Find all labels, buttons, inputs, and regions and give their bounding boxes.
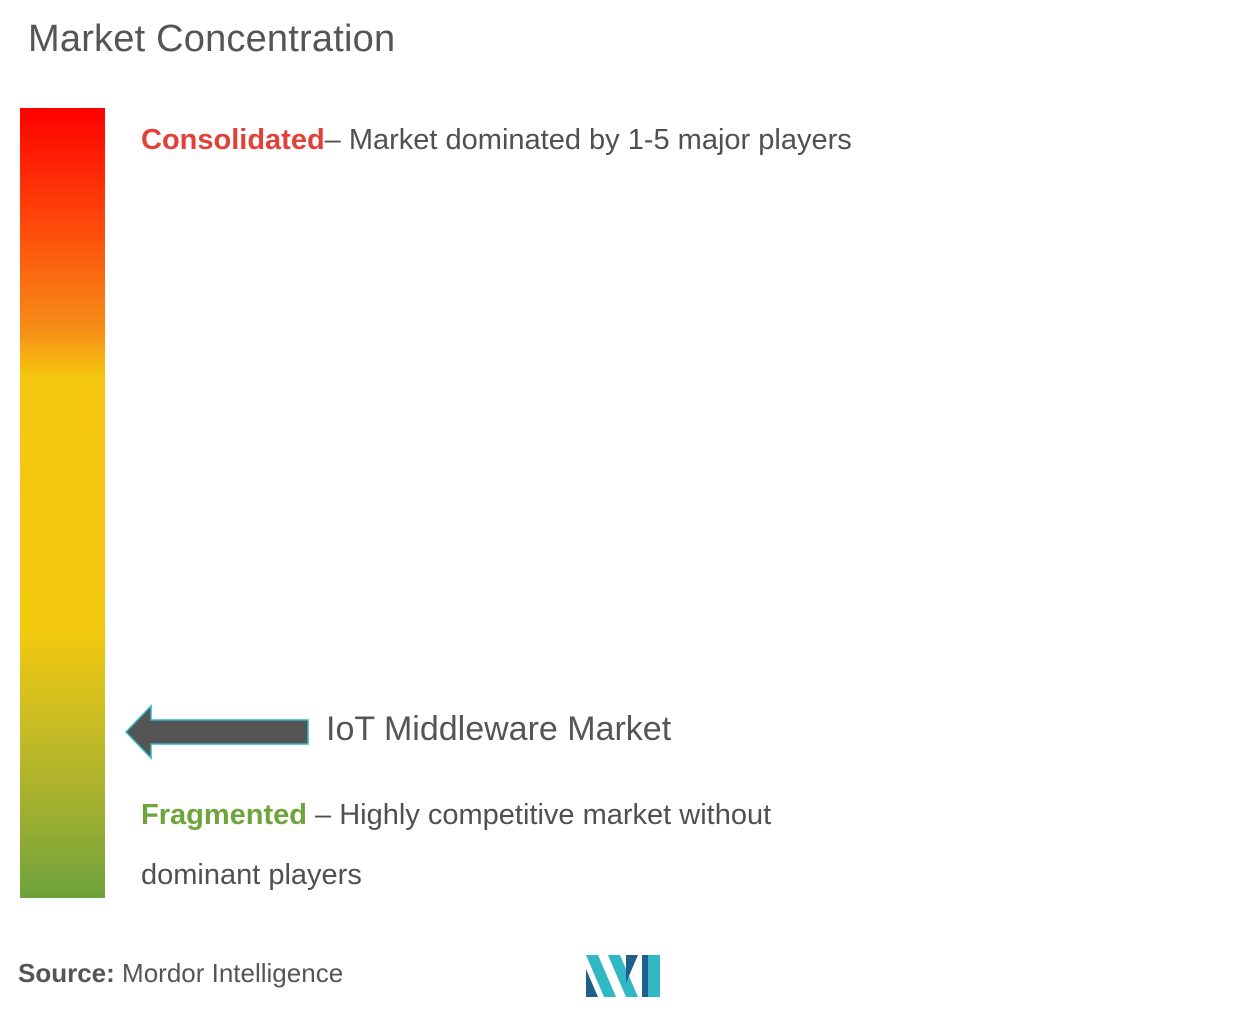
source-key: Source: [18,958,115,988]
fragmented-description: Fragmented – Highly competitive market w… [141,785,861,905]
consolidated-keyword: Consolidated [141,124,325,156]
market-label: IoT Middleware Market [326,710,672,749]
fragmented-text: – Highly competitive market without domi… [141,799,772,891]
source-note: Source: Mordor Intelligence [18,958,343,989]
fragmented-keyword: Fragmented [141,799,307,831]
source-value: Mordor Intelligence [114,958,344,988]
concentration-gradient-bar [20,108,105,898]
consolidated-text: – Market dominated by 1-5 major players [324,124,852,156]
consolidated-description: Consolidated– Market dominated by 1-5 ma… [141,110,861,170]
market-position-arrow-icon [124,704,309,760]
mordor-intelligence-logo-icon [586,955,660,997]
page-title: Market Concentration [28,18,396,60]
